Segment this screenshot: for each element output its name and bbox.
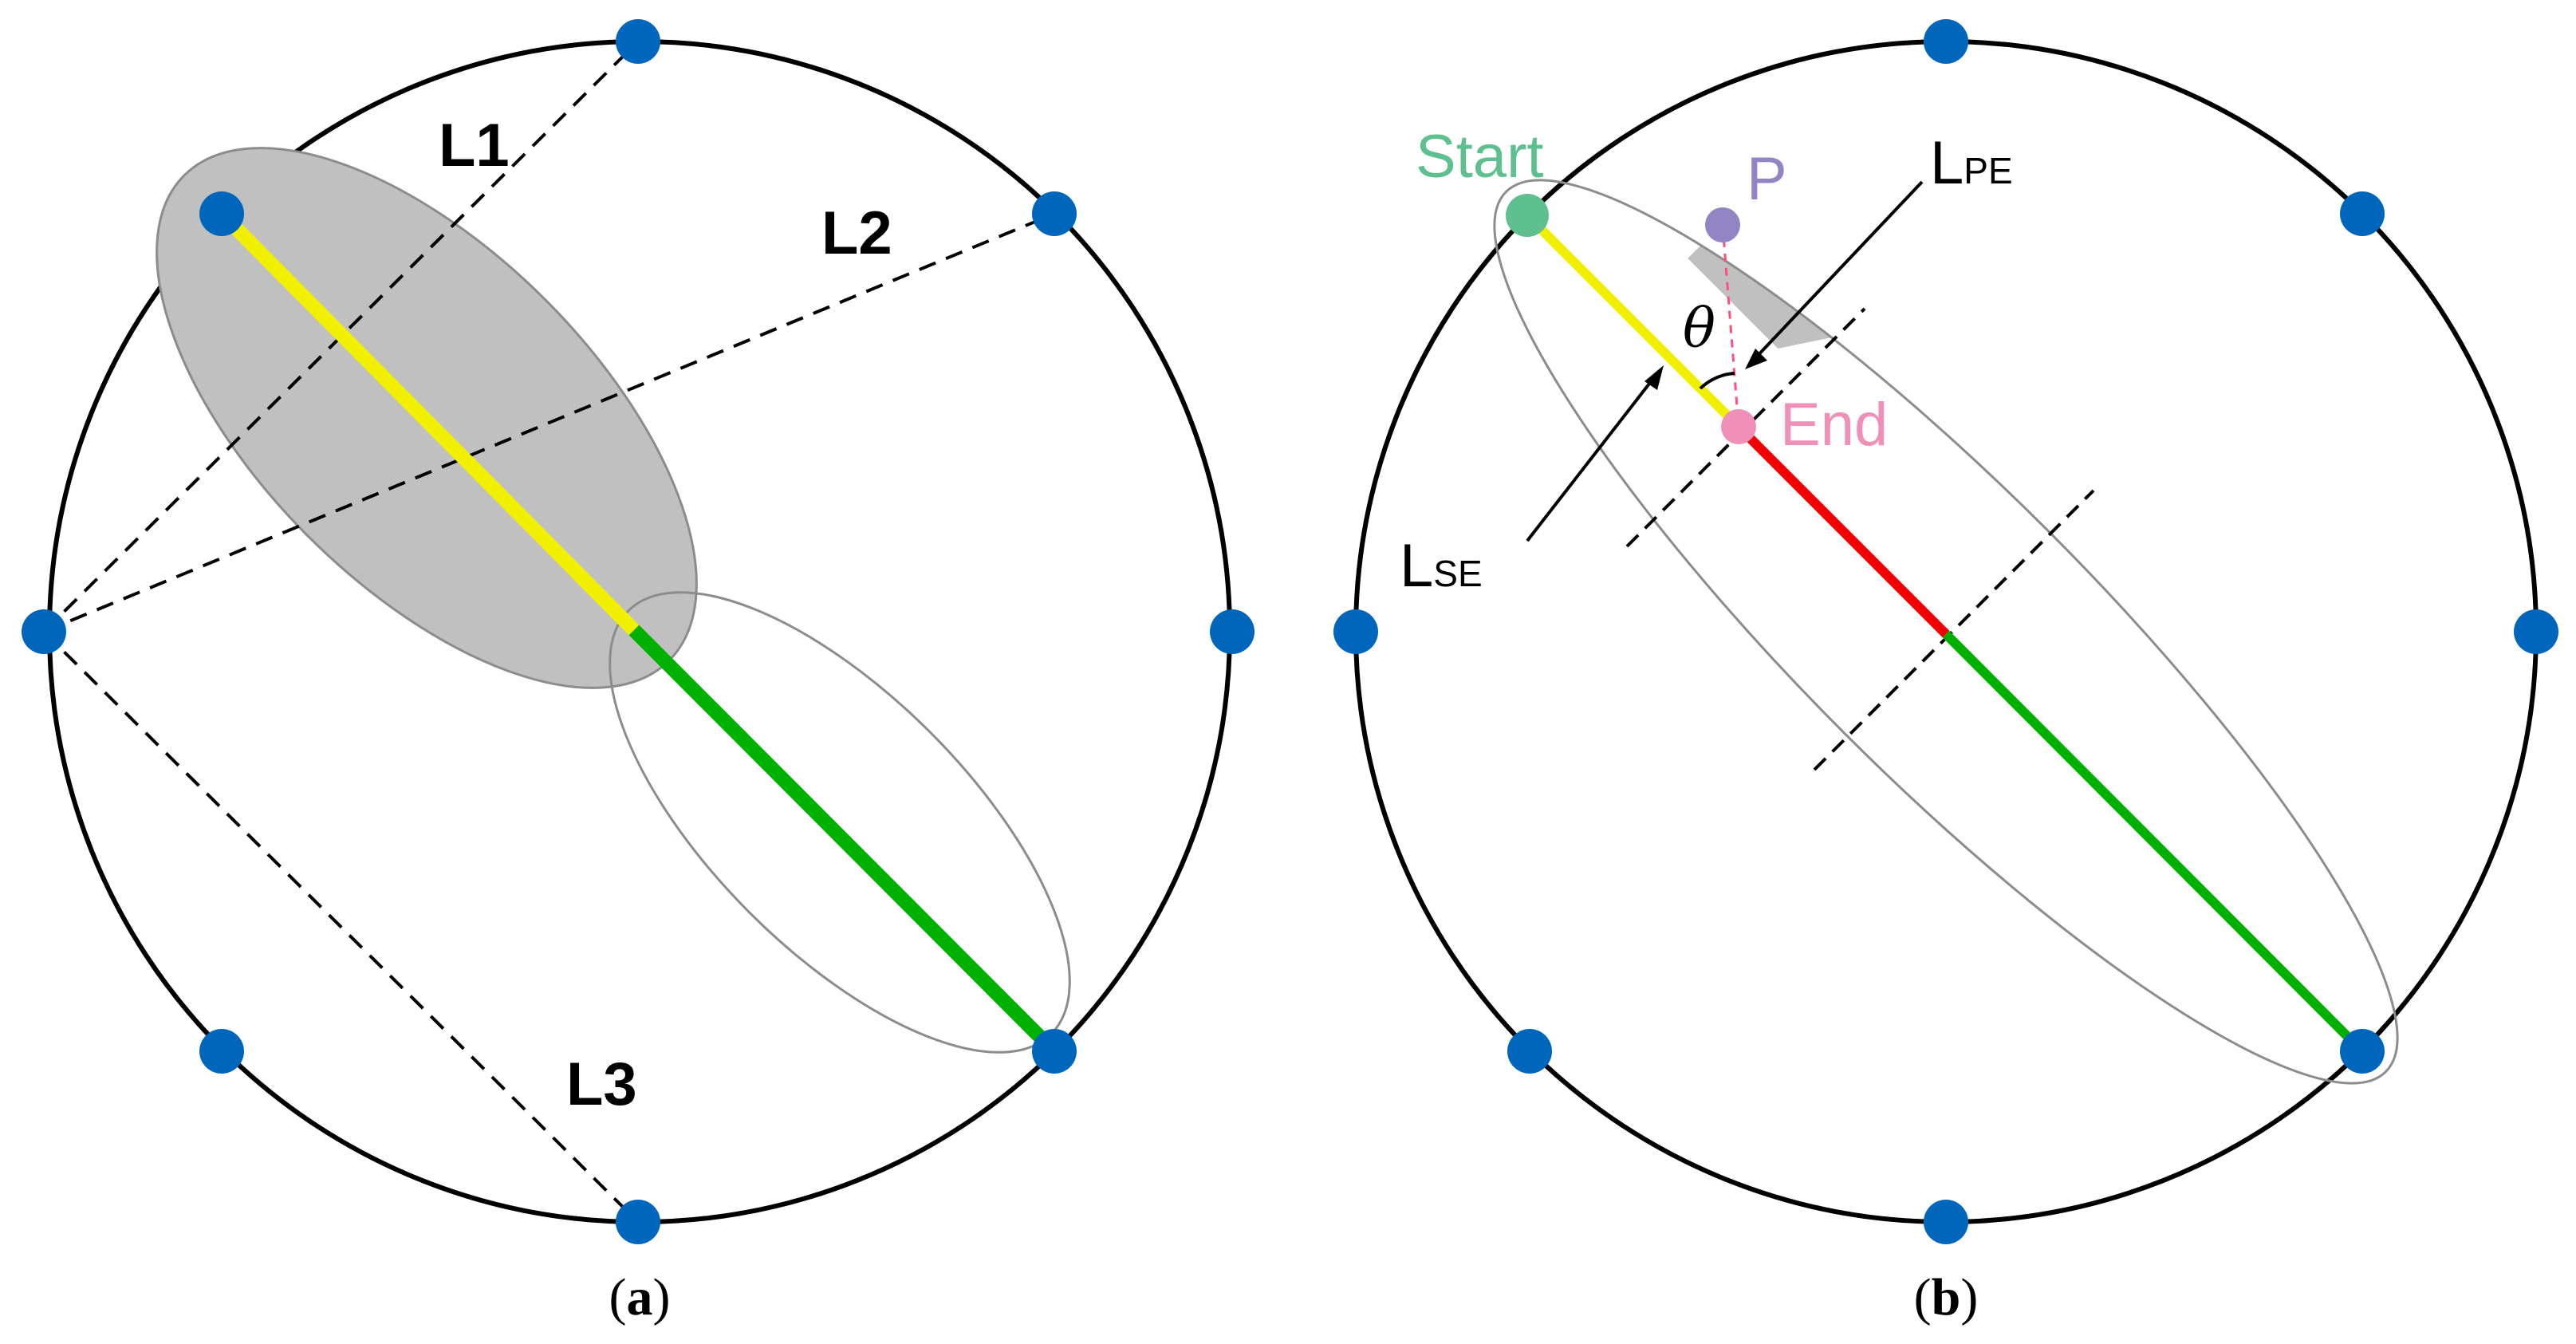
panel-b-node-top-right <box>2340 191 2385 236</box>
panel-b-end-point <box>1721 409 1756 444</box>
panel-b-pe-dashed-line <box>1721 224 1740 428</box>
panel-b-label-lpe-sub: PE <box>1964 150 2012 191</box>
panel-b-p-point <box>1705 207 1740 242</box>
panel-a-yellow-segment <box>216 208 640 636</box>
panel-b-label-p: P <box>1747 145 1787 213</box>
panel-b-green-segment <box>1942 630 2366 1055</box>
panel-b-node-left <box>1333 609 1378 654</box>
panel-a-caption-close: ) <box>653 1268 671 1326</box>
panel-b-yellow-segment <box>1523 211 1743 431</box>
panel-b-lpe-arrow-line <box>1753 180 1924 361</box>
panel-b-theta-arc <box>1699 372 1735 390</box>
panel-b-label-lpe-main: L <box>1930 129 1964 197</box>
panel-b: Start P End θ LPE LSE (b) <box>1333 19 2558 1326</box>
panel-a-node-top <box>616 19 660 64</box>
panel-a-label-l2: L2 <box>821 199 892 267</box>
panel-b-node-top <box>1924 19 1968 64</box>
panel-b-label-start: Start <box>1416 123 1544 191</box>
panel-b-label-lse: LSE <box>1400 532 1483 600</box>
panel-b-node-bottom-left <box>1507 1029 1552 1074</box>
panel-b-red-segment <box>1735 423 1950 638</box>
panel-b-caption-letter: b <box>1932 1268 1961 1326</box>
panel-b-caption: (b) <box>1914 1268 1979 1326</box>
panel-b-label-theta: θ <box>1683 298 1715 361</box>
panel-b-dashed-cut-2 <box>1813 489 2095 771</box>
panel-b-label-end: End <box>1780 391 1888 459</box>
panel-b-big-ellipse <box>1493 179 2399 1085</box>
panel-a-node-left <box>22 609 66 654</box>
panel-a-node-bottom-left <box>199 1029 244 1074</box>
panel-a-dashed-chord-l3 <box>42 630 640 1224</box>
panel-b-node-bottom-right <box>2340 1029 2385 1074</box>
panel-b-label-lse-sub: SE <box>1433 553 1482 594</box>
panel-a-caption-open: ( <box>609 1268 627 1326</box>
panel-b-lpe-arrow-head <box>1745 349 1767 369</box>
panel-a-label-l3: L3 <box>566 1050 637 1118</box>
panel-b-lse-arrow-head <box>1644 365 1664 390</box>
panel-a-node-top-left <box>199 191 244 236</box>
panel-b-caption-open: ( <box>1914 1268 1932 1326</box>
panel-a-caption-letter: a <box>627 1268 653 1326</box>
panel-a-label-l1: L1 <box>439 112 510 179</box>
panel-b-label-lse-main: L <box>1400 532 1433 600</box>
panel-a-node-bottom <box>616 1200 660 1244</box>
panel-a-green-segment <box>628 625 1060 1057</box>
panel-b-lse-arrow-line <box>1526 375 1656 542</box>
panel-b-node-bottom <box>1924 1200 1968 1244</box>
panel-a-node-top-right <box>1032 191 1077 236</box>
panel-b-label-lpe: LPE <box>1930 129 2013 197</box>
panel-a-node-right <box>1210 609 1255 654</box>
panel-b-caption-close: ) <box>1960 1268 1978 1326</box>
panel-b-node-right <box>2514 609 2558 654</box>
panel-a: L1 L2 L3 (a) <box>22 19 1255 1326</box>
panel-b-start-point <box>1506 194 1549 237</box>
panel-a-caption: (a) <box>609 1268 671 1326</box>
panel-a-dashed-chord-l2 <box>43 212 1055 633</box>
panel-a-node-bottom-right <box>1032 1029 1077 1074</box>
